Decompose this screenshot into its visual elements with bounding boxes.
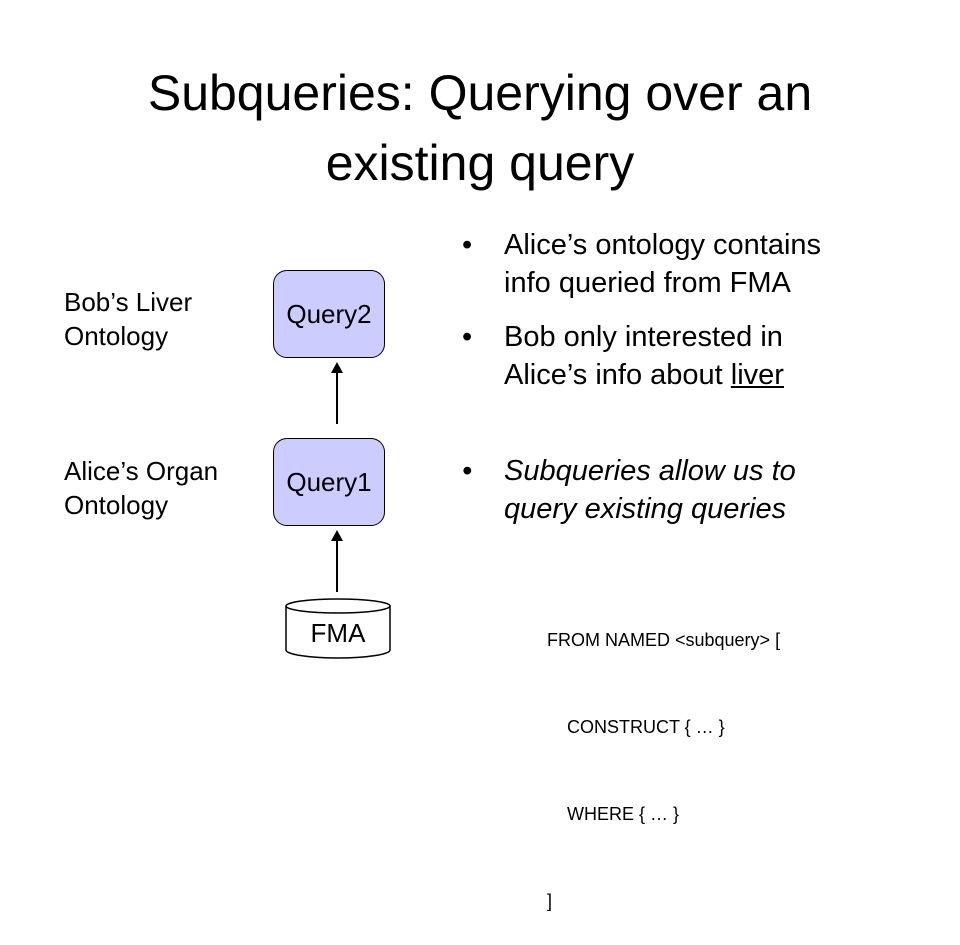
alice-ontology-label-line-1: Alice’s Organ (64, 456, 219, 486)
code-line-4: ] (547, 891, 553, 911)
query2-node: Query2 (273, 270, 385, 358)
code-line-1: FROM NAMED <subquery> [ (547, 630, 781, 650)
fma-database-icon (285, 598, 391, 659)
bullet-1-line-2: info queried from FMA (504, 267, 791, 299)
liver-underlined-text: liver (730, 359, 784, 391)
alice-ontology-label: Alice’s Organ Ontology (64, 454, 218, 522)
bullet-item-1: Alice’s ontology contains info queried f… (462, 226, 932, 302)
code-line-2: CONSTRUCT { … } (567, 717, 725, 737)
slide-title: Subqueries: Querying over an existing qu… (40, 58, 920, 198)
bob-ontology-label: Bob’s Liver Ontology (64, 285, 192, 353)
bullet-2-line-2-text: Alice’s info about (504, 359, 731, 391)
sparql-code-snippet: FROM NAMED <subquery> [ CONSTRUCT { … } … (547, 568, 780, 945)
query1-node: Query1 (273, 438, 385, 526)
bullet-1-line-1: Alice’s ontology contains (504, 229, 822, 261)
bullet-item-2: Bob only interested in Alice’s info abou… (462, 318, 932, 394)
code-line-3: WHERE { … } (567, 804, 680, 824)
alice-ontology-label-line-2: Ontology (64, 490, 169, 520)
arrow-query1-to-query2 (331, 362, 343, 424)
slide-title-line-2: existing query (325, 135, 635, 191)
slide-title-line-1: Subqueries: Querying over an (147, 65, 813, 121)
bob-ontology-label-line-2: Ontology (64, 321, 169, 351)
bob-ontology-label-line-1: Bob’s Liver (64, 287, 193, 317)
bullet-3-line-2: query existing queries (504, 493, 787, 525)
arrow-fma-to-query1 (331, 530, 343, 592)
bullet-2-line-2: Alice’s info about liver (504, 356, 932, 394)
bullet-3-line-1: Subqueries allow us to (504, 455, 796, 487)
bullet-item-3: Subqueries allow us to query existing qu… (462, 452, 932, 528)
bullet-list: Alice’s ontology contains info queried f… (462, 226, 932, 528)
bullet-2-line-1: Bob only interested in (504, 321, 783, 353)
fma-label: FMA (310, 618, 366, 648)
